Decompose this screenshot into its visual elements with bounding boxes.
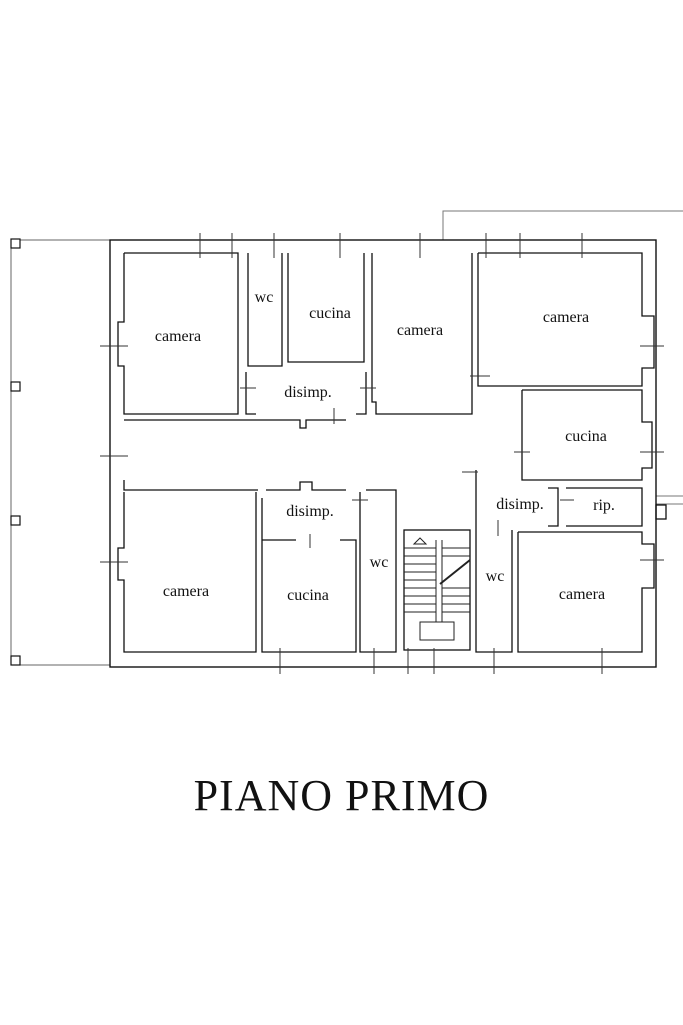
room-label-camera-3: camera <box>543 309 589 326</box>
room-labels: camera wc cucina camera disimp. camera c… <box>155 289 615 604</box>
opening-marks <box>100 233 664 674</box>
room-outlines <box>117 252 667 653</box>
terrace-posts <box>10 238 21 666</box>
terrace-outline <box>10 239 110 666</box>
room-label-camera-4: camera <box>163 583 209 600</box>
room-label-cucina-3: cucina <box>287 587 329 604</box>
room-label-disimp-3: disimp. <box>496 496 544 513</box>
room-label-camera-2: camera <box>397 322 443 339</box>
room-label-disimp-1: disimp. <box>284 384 332 401</box>
room-label-wc-3: wc <box>486 568 505 585</box>
room-label-wc-1: wc <box>255 289 274 306</box>
room-label-camera-1: camera <box>155 328 201 345</box>
room-label-cucina-1: cucina <box>309 305 351 322</box>
room-label-camera-5: camera <box>559 586 605 603</box>
plan-title: PIANO PRIMO <box>193 771 490 820</box>
room-label-rip: rip. <box>593 497 615 514</box>
adjacent-outline <box>442 210 683 505</box>
exterior-walls <box>109 239 657 668</box>
room-label-wc-2: wc <box>370 554 389 571</box>
staircase <box>404 537 471 641</box>
room-label-cucina-2: cucina <box>565 428 607 445</box>
room-label-disimp-2: disimp. <box>286 503 334 520</box>
